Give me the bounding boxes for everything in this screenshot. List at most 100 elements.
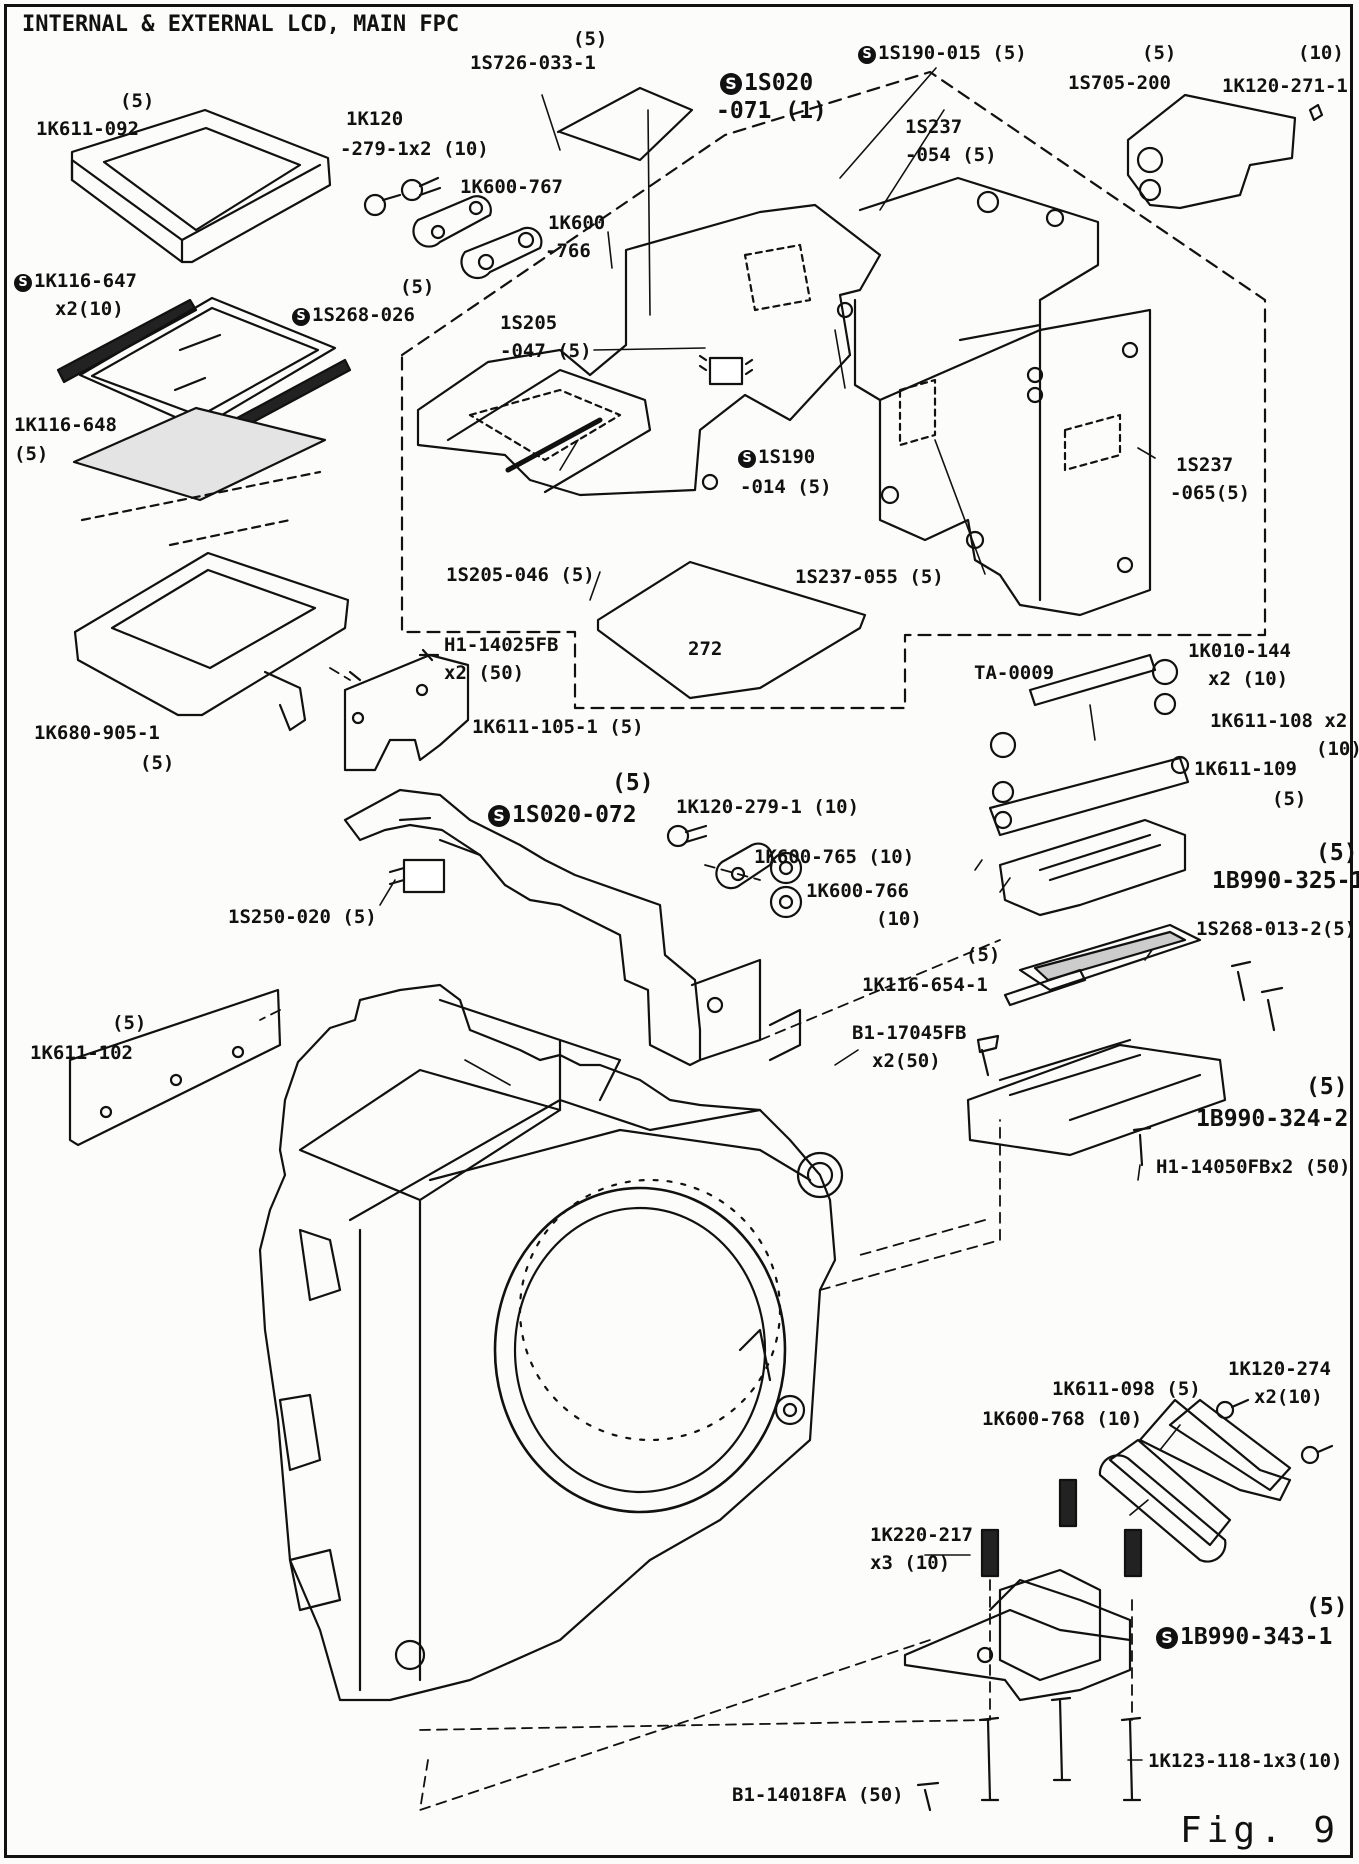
main-fpc-board (416, 203, 882, 497)
label-part: B1-17045FB (852, 1022, 967, 1044)
bracket-1s705-200 (1126, 93, 1297, 210)
label-part: 1K120-271-1 (1222, 75, 1348, 97)
label-qty: (5) (400, 276, 435, 298)
label-part: 1K120 (346, 108, 404, 130)
links-1k611-098 (1108, 1398, 1292, 1547)
label-part: 1S237 (1176, 454, 1234, 476)
washer-1k600-768 (1098, 1454, 1227, 1563)
label-qty: (10) (1298, 42, 1344, 64)
diffuser-sheet-1k116-648 (72, 406, 327, 502)
label-qty: (5) (140, 752, 175, 774)
strip-1k116-654-1 (1003, 968, 1087, 1007)
camera-body (258, 983, 844, 1702)
main-frame-bracket (853, 176, 1152, 617)
label-qty: -014 (5) (740, 476, 832, 498)
label-part: 1K680-905-1 (34, 722, 160, 744)
sheet-border (4, 4, 1353, 1858)
label-qty: -054 (5) (905, 144, 997, 166)
label-qty: -065(5) (1170, 482, 1251, 504)
washers-1k600-767-766 (412, 195, 543, 280)
label-qty: x2 (10) (1208, 668, 1289, 690)
label-qty: x2(10) (1254, 1386, 1323, 1408)
label-qty: -071 (1) (716, 98, 827, 124)
label-part: B1-14018FA (50) (732, 1784, 904, 1806)
label-part: -279-1x2 (10) (340, 138, 489, 160)
label-part: 1S726-033-1 (470, 52, 596, 74)
lcd-holder-1k680-905-1 (73, 551, 350, 732)
flex-cable-1s020-072 (343, 788, 802, 1067)
label-qty: x2(10) (55, 298, 124, 320)
screw-b1-14018fa (916, 1781, 940, 1812)
lcd-frame-1k611-092 (70, 108, 332, 264)
washers-1k600-765-766 (666, 824, 803, 919)
label-part: 1K611-108 x2 (1210, 710, 1348, 732)
label-qty: (5) (14, 443, 49, 465)
leader-lines (379, 67, 1181, 1761)
bracket-1k611-105-1 (343, 653, 470, 772)
figure-number: Fig. 9 (1180, 1810, 1341, 1851)
dashed-group-outline (400, 70, 1267, 710)
label-part: 1K611-102 (30, 1042, 133, 1064)
label-qty: (5) (1306, 1074, 1348, 1100)
label-part: 1K123-118-1x3(10) (1148, 1750, 1343, 1772)
screw-1k120-271-1 (1308, 103, 1324, 122)
diagram-title: INTERNAL & EXTERNAL LCD, MAIN FPC (22, 12, 460, 37)
label-part: 1K120-279-1 (10) (676, 796, 860, 818)
module-1b990-324-2 (966, 1038, 1227, 1157)
service-symbol-icon: S (1156, 1627, 1178, 1649)
label-part: 1B990-325-1 (1212, 868, 1359, 894)
service-symbol-icon: S (858, 46, 876, 64)
label-qty: (5) (1316, 840, 1358, 866)
label-qty: x2 (50) (444, 662, 525, 684)
springs-1k220-217 (980, 1478, 1143, 1578)
label-qty: -047 (5) (500, 340, 592, 362)
service-symbol-icon: S (488, 805, 510, 827)
label-qty: (5) (1306, 1594, 1348, 1620)
label-part: 1K116-648 (14, 414, 117, 436)
label-qty: (10) (876, 908, 922, 930)
screws-h1-14050fb (1132, 1126, 1152, 1167)
label-qty: (5) (1272, 788, 1307, 810)
rubber-strip-1k116-647 (56, 298, 198, 384)
screws-b1-17045fb (976, 960, 1284, 1077)
label-part: 1K611-105-1 (5) (472, 716, 644, 738)
service-symbol-icon: S (292, 308, 310, 326)
label-part: 1S237 (905, 116, 963, 138)
screw-h1-14025fb (418, 648, 440, 662)
label-part: TA-0009 (974, 662, 1055, 684)
label-part: H1-14025FB (444, 634, 559, 656)
label-qty: (5) (612, 770, 654, 796)
label-part: 1K600-768 (10) (982, 1408, 1143, 1430)
label-part: 1K120-274 (1228, 1358, 1331, 1380)
label-part: 1S705-200 (1068, 72, 1171, 94)
screws-1k010-144 (989, 658, 1179, 804)
label-qty: x3 (10) (870, 1552, 951, 1574)
label-part: 272 (688, 638, 723, 660)
label-qty: (5) (112, 1012, 147, 1034)
label-part: H1-14050FBx2 (50) (1156, 1156, 1351, 1178)
service-symbol-icon: S (738, 450, 756, 468)
fpc-sheet-1s726-033-1 (556, 86, 694, 162)
label-part: 1K600 (548, 212, 606, 234)
label-part: 1S268-013-2(5) (1196, 918, 1357, 940)
label-part: 1S250-020 (5) (228, 906, 377, 928)
module-1b990-343-1 (903, 1568, 1132, 1702)
label-part: 1K611-092 (36, 118, 139, 140)
label-part: 1K611-098 (5) (1052, 1378, 1201, 1400)
label-part: 1K600-766 (806, 880, 909, 902)
label-qty: (10) (1316, 738, 1359, 760)
dashed-guides (259, 667, 1133, 1811)
label-part: 1S237-055 (5) (795, 566, 944, 588)
label-qty: x2(50) (872, 1050, 941, 1072)
service-symbol-icon: S (720, 73, 742, 95)
lcd-panel-1s268-026 (78, 296, 337, 430)
screws-1k120-279 (363, 176, 442, 217)
label-qty: (5) (1142, 42, 1177, 64)
module-1b990-325-1 (998, 818, 1187, 917)
